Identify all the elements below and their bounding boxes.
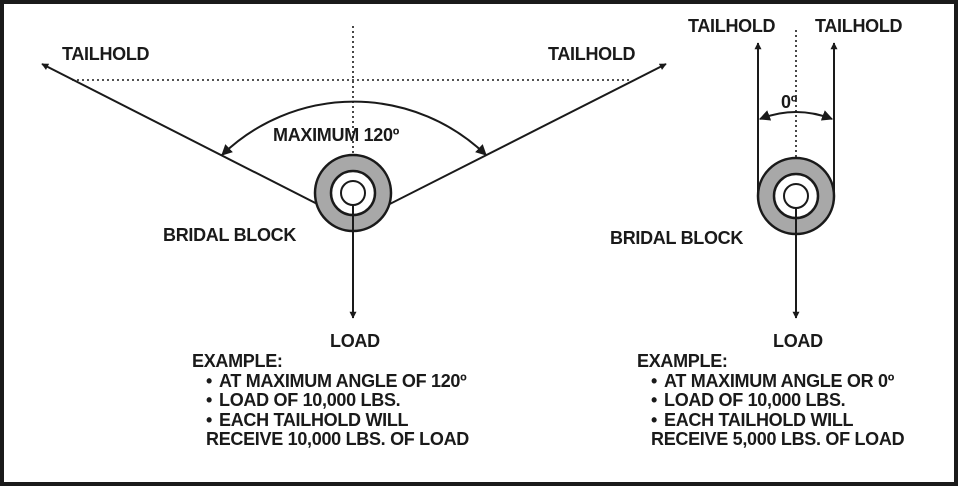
left-sling-right: [371, 63, 667, 214]
list-item-continuation: RECEIVE 5,000 LBS. OF LOAD: [651, 429, 905, 449]
left-sling-left: [41, 63, 336, 214]
right-example-title: EXAMPLE:: [637, 351, 728, 371]
right-example-list: AT MAXIMUM ANGLE OR 0º LOAD OF 10,000 LB…: [637, 371, 905, 450]
right-tailhold-left-label: TAILHOLD: [688, 16, 776, 36]
left-angle-label: MAXIMUM 120º: [273, 125, 399, 145]
left-tailhold-right-label: TAILHOLD: [548, 44, 636, 64]
left-rigging: [41, 26, 667, 319]
right-bridal-block-label: BRIDAL BLOCK: [610, 228, 744, 248]
right-angle-label: 0º: [781, 92, 797, 112]
list-item: LOAD OF 10,000 LBS.: [206, 390, 469, 411]
list-item: EACH TAILHOLD WILL RECEIVE 10,000 LBS. O…: [206, 409, 469, 450]
right-angle-arc: [758, 110, 834, 121]
list-item: EACH TAILHOLD WILL RECEIVE 5,000 LBS. OF…: [651, 409, 905, 450]
right-sheave-inner: [783, 183, 809, 209]
right-example: EXAMPLE: AT MAXIMUM ANGLE OR 0º LOAD OF …: [637, 351, 905, 450]
right-tailhold-right-label: TAILHOLD: [815, 16, 903, 36]
left-load-label: LOAD: [330, 331, 380, 351]
left-angle-arc: [221, 100, 487, 156]
right-rigging: [754, 30, 838, 319]
right-load-label: LOAD: [773, 331, 823, 351]
list-item-text: EACH TAILHOLD WILL: [664, 409, 854, 430]
left-bridal-block-label: BRIDAL BLOCK: [163, 225, 297, 245]
list-item: AT MAXIMUM ANGLE OF 120º: [206, 371, 469, 392]
left-sheave-inner: [340, 180, 366, 206]
list-item-text: EACH TAILHOLD WILL: [219, 409, 409, 430]
left-example: EXAMPLE: AT MAXIMUM ANGLE OF 120º LOAD O…: [192, 351, 469, 450]
left-example-title: EXAMPLE:: [192, 351, 283, 371]
list-item: LOAD OF 10,000 LBS.: [651, 390, 904, 411]
list-item-continuation: RECEIVE 10,000 LBS. OF LOAD: [206, 429, 469, 449]
left-tailhold-left-label: TAILHOLD: [62, 44, 150, 64]
list-item: AT MAXIMUM ANGLE OR 0º: [651, 371, 904, 392]
left-example-list: AT MAXIMUM ANGLE OF 120º LOAD OF 10,000 …: [192, 371, 469, 450]
